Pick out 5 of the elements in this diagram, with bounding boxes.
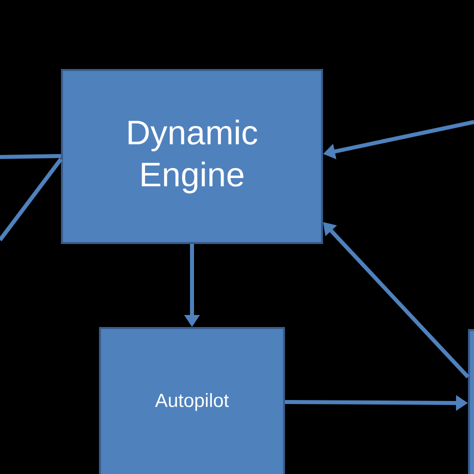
process-box: Dynamic Engine [61, 69, 323, 244]
connector-line [0, 158, 63, 242]
connector-line [0, 154, 62, 159]
process-box [468, 329, 474, 474]
process-box: Autopilot [99, 327, 285, 474]
